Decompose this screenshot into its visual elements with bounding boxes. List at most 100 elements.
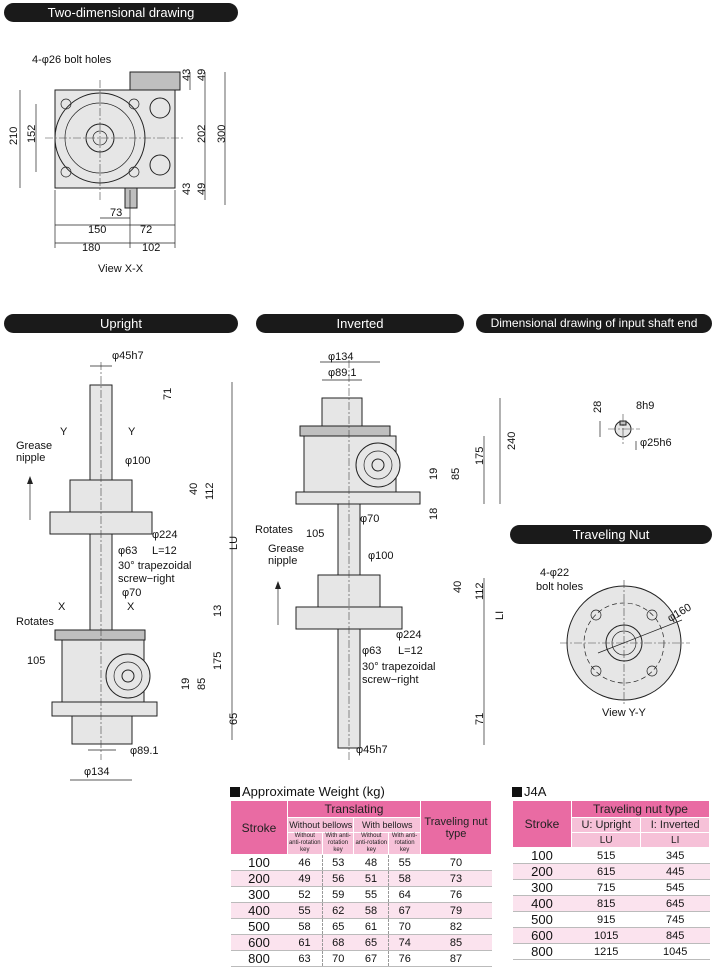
weight-col-with-key-a: With anti-rotation key — [321, 832, 355, 855]
inv-d85: 85 — [450, 468, 462, 480]
up-d891: φ89.1 — [130, 745, 159, 757]
nut-holes2: bolt holes — [536, 581, 584, 593]
j4a-table: Stroke Traveling nut type U: Upright I: … — [512, 800, 710, 960]
weight-col-stroke: Stroke — [230, 800, 288, 855]
weight-col-translating: Translating — [287, 800, 421, 818]
up-d13: 13 — [212, 605, 224, 617]
up-x2: X — [127, 601, 135, 613]
square-bullet-icon — [230, 787, 240, 797]
j4a-col-lu: LU — [570, 832, 642, 848]
inv-thread2: screw−right — [362, 674, 419, 686]
top-dim-152: 152 — [26, 125, 38, 143]
inv-rotates: Rotates — [255, 524, 293, 536]
inverted-view — [275, 360, 501, 760]
shaft-end-view — [599, 414, 640, 450]
up-d105: 105 — [27, 655, 45, 667]
inv-d71: 71 — [474, 713, 486, 725]
up-d134: φ134 — [84, 766, 110, 778]
square-bullet-icon — [512, 787, 522, 797]
j4a-col-inverted: I: Inverted — [640, 817, 710, 833]
up-d175: 175 — [212, 652, 224, 670]
section-inverted: Inverted — [256, 314, 464, 333]
top-bolt-holes: 4-φ26 bolt holes — [32, 54, 112, 66]
inv-d63: φ63 — [362, 645, 381, 657]
section-traveling-nut: Traveling Nut — [510, 525, 712, 544]
j4a-col-li: LI — [640, 832, 710, 848]
inv-d70: φ70 — [360, 513, 379, 525]
inv-d891: φ89.1 — [328, 367, 357, 379]
j4a-col-stroke: Stroke — [512, 800, 572, 848]
up-d71: 71 — [162, 388, 174, 400]
shaft-d8h9: 8h9 — [636, 400, 654, 412]
up-shaft: φ45h7 — [112, 350, 144, 362]
inv-d175: 175 — [474, 447, 486, 465]
up-d70: φ70 — [122, 587, 141, 599]
up-l12: L=12 — [152, 545, 177, 557]
up-rotates: Rotates — [16, 616, 54, 628]
up-d19: 19 — [180, 678, 192, 690]
top-dim-43a: 43 — [181, 69, 193, 81]
top-dim-150: 150 — [88, 224, 106, 236]
top-dim-102: 102 — [142, 242, 160, 254]
nut-view-label: View Y-Y — [602, 707, 646, 719]
weight-col-with: With bellows — [353, 817, 421, 833]
top-dim-43b: 43 — [181, 183, 193, 195]
top-dim-73: 73 — [110, 207, 122, 219]
up-d224: φ224 — [152, 529, 178, 541]
weight-table-title: Approximate Weight (kg) — [230, 784, 385, 799]
up-nipple: nipple — [16, 452, 45, 464]
shaft-d25h6: φ25h6 — [640, 437, 672, 449]
up-x1: X — [58, 601, 66, 613]
weight-table: Stroke Translating Traveling nut type Wi… — [230, 800, 492, 967]
j4a-col-upright: U: Upright — [570, 817, 642, 833]
j4a-table-title: J4A — [512, 784, 546, 799]
up-grease: Grease — [16, 440, 52, 452]
inv-d40: 40 — [452, 581, 464, 593]
up-thread1: 30° trapezoidal — [118, 560, 192, 572]
up-d85: 85 — [196, 678, 208, 690]
top-dim-300: 300 — [216, 125, 228, 143]
up-y1: Y — [60, 426, 68, 438]
inv-d134: φ134 — [328, 351, 354, 363]
inv-li: LI — [494, 611, 506, 620]
top-dim-72: 72 — [140, 224, 152, 236]
inv-shaft: φ45h7 — [356, 744, 388, 756]
up-d40: 40 — [188, 483, 200, 495]
nut-view — [560, 580, 690, 706]
top-dim-49a: 49 — [196, 69, 208, 81]
weight-col-nut-type: Traveling nut type — [420, 800, 492, 855]
section-two-dim: Two-dimensional drawing — [4, 3, 238, 22]
up-d65: 65 — [228, 713, 240, 725]
section-input-shaft: Dimensional drawing of input shaft end — [476, 314, 712, 333]
top-view-label: View X-X — [98, 263, 144, 275]
up-d100: φ100 — [125, 455, 151, 467]
weight-col-without: Without bellows — [286, 817, 355, 833]
weight-col-with-key-b: With anti-rotation key — [388, 832, 421, 855]
inv-grease: Grease — [268, 543, 304, 555]
up-d112: 112 — [204, 482, 216, 500]
inv-d240: 240 — [506, 432, 518, 450]
top-view — [19, 71, 226, 248]
up-lu: LU — [228, 536, 240, 550]
inv-d18: 18 — [428, 508, 440, 520]
up-thread2: screw−right — [118, 573, 175, 585]
inv-thread1: 30° trapezoidal — [362, 661, 436, 673]
inv-l12: L=12 — [398, 645, 423, 657]
nut-holes1: 4-φ22 — [540, 567, 569, 579]
top-dim-210: 210 — [8, 127, 20, 145]
inv-d19: 19 — [428, 468, 440, 480]
top-dim-180: 180 — [82, 242, 100, 254]
weight-col-without-key-a: Without anti-rotation key — [287, 832, 323, 855]
weight-col-without-key-b: Without anti-rotation key — [353, 832, 390, 855]
